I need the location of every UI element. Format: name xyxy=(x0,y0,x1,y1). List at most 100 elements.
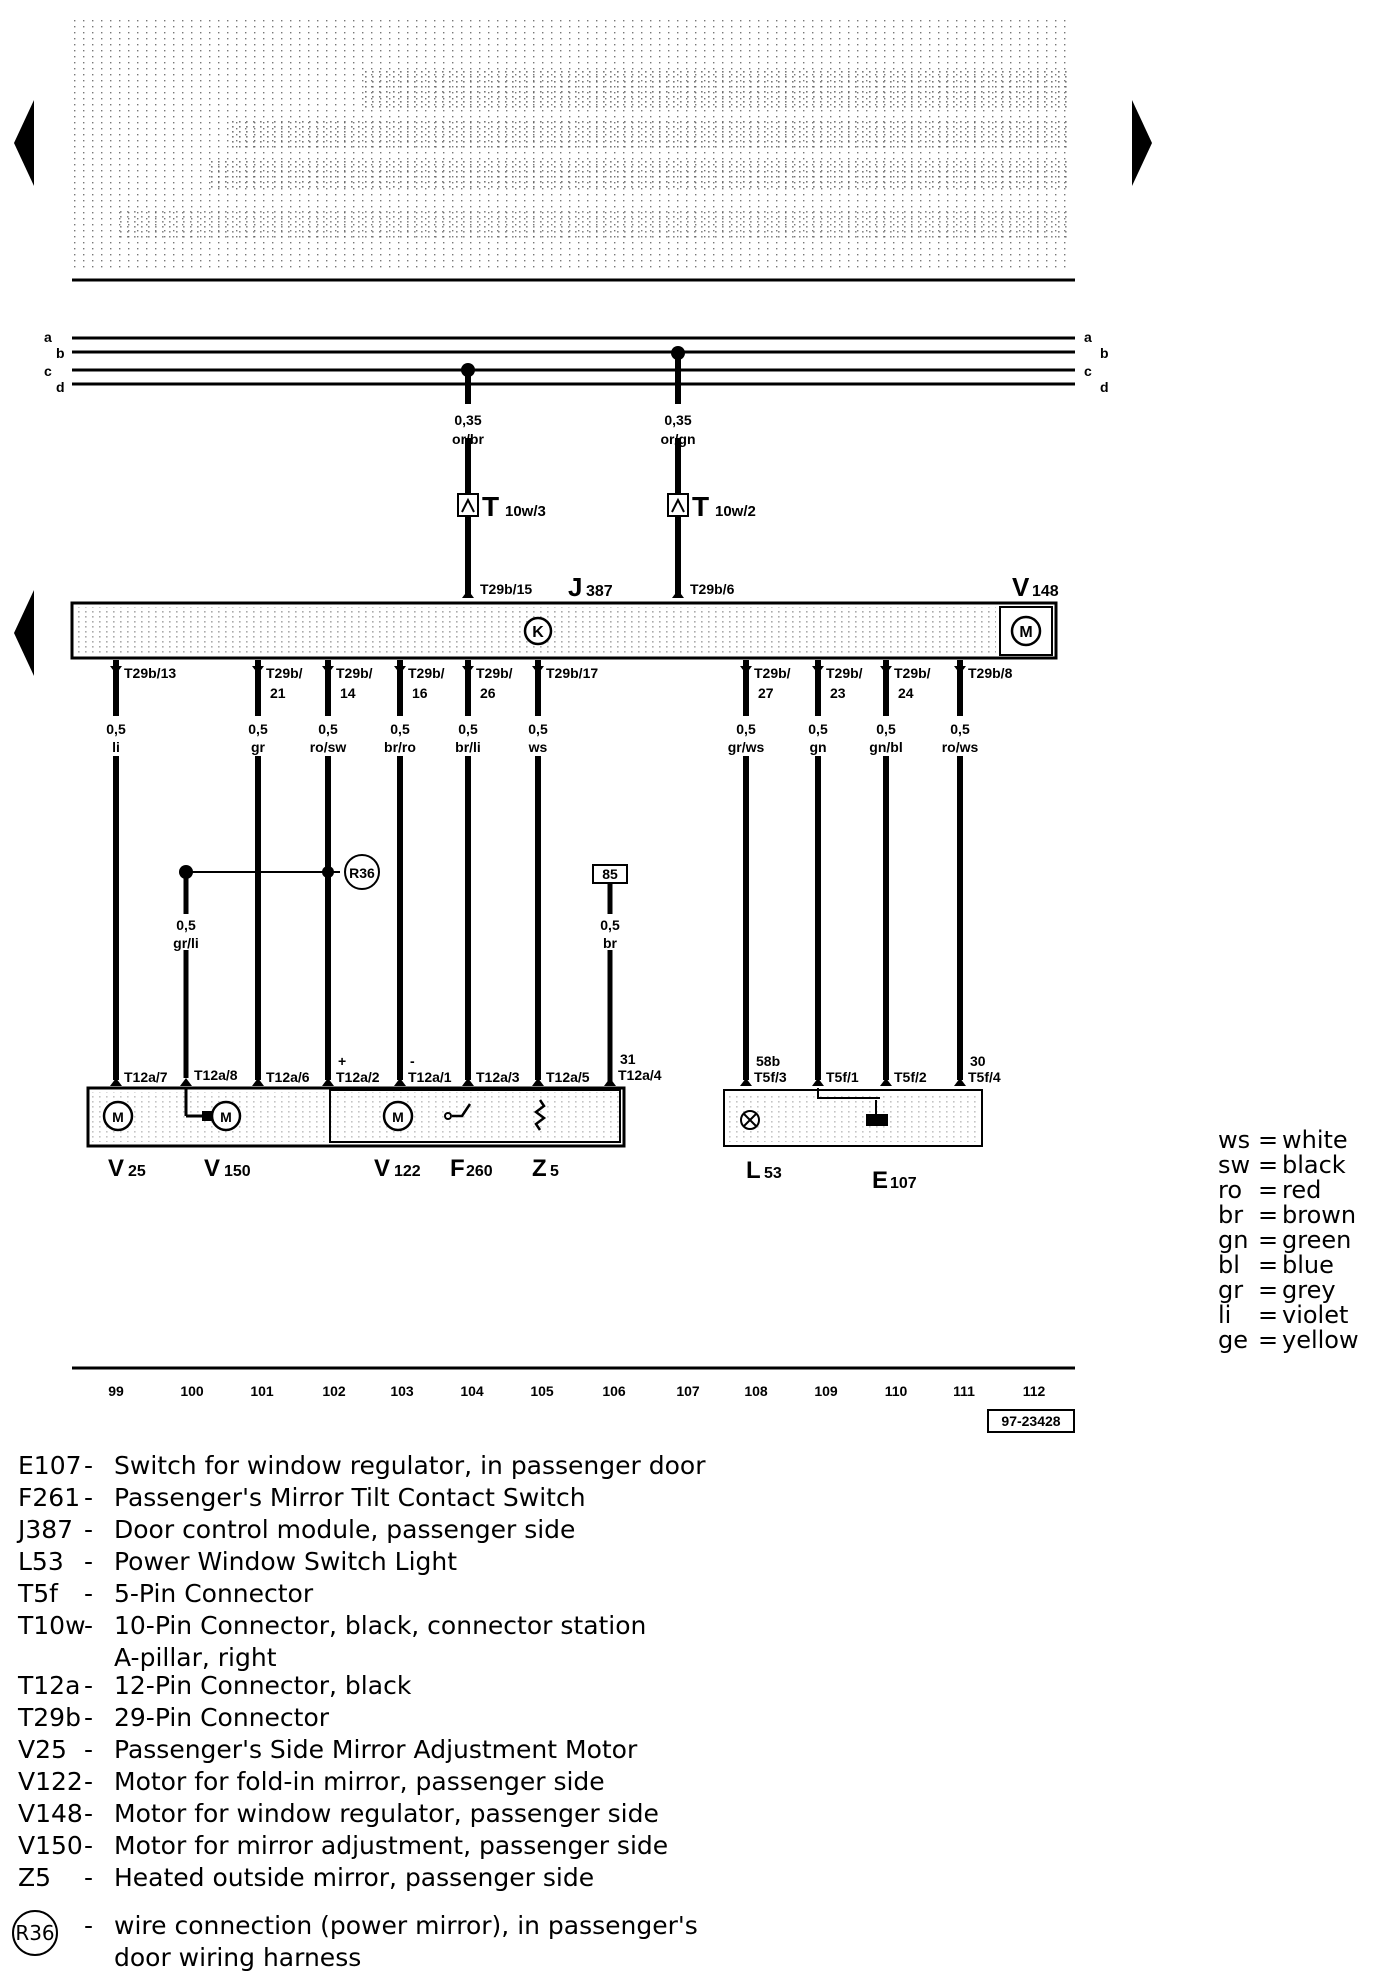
wire-component-pin: T5f/1 xyxy=(826,1069,859,1085)
wire-size: 0,5 xyxy=(736,721,756,737)
wire-module-pin-num: 14 xyxy=(340,685,356,701)
svg-text:107: 107 xyxy=(890,1175,917,1192)
legend-row: T10w-10-Pin Connector, black, connector … xyxy=(18,1610,778,1672)
wire-module-pin: T29b/ xyxy=(826,665,863,681)
color-abbr: ge xyxy=(1218,1326,1248,1354)
color-eq: = xyxy=(1258,1301,1279,1329)
color-key-row: ro=red xyxy=(1218,1178,1376,1203)
color-abbr: sw xyxy=(1218,1151,1251,1179)
track-number: 108 xyxy=(744,1383,768,1399)
legend-row: V25-Passenger's Side Mirror Adjustment M… xyxy=(18,1734,778,1766)
wire-component-mark: 58b xyxy=(756,1053,780,1069)
legend-dash: - xyxy=(84,1515,94,1544)
wire-module-pin-num: 27 xyxy=(758,685,774,701)
top-connector-2-sub: 10w/2 xyxy=(715,503,756,520)
legend-row: T5f-5-Pin Connector xyxy=(18,1578,778,1610)
legend-row: J387-Door control module, passenger side xyxy=(18,1514,778,1546)
module-sub: 387 xyxy=(586,583,613,600)
legend-desc: Passenger's Side Mirror Adjustment Motor xyxy=(114,1735,638,1764)
legend-desc: 5-Pin Connector xyxy=(114,1579,314,1608)
color-eq: = xyxy=(1258,1276,1279,1304)
legend-code: V122 xyxy=(18,1767,83,1796)
prev-page-icon[interactable] xyxy=(14,100,34,186)
wire-component-pin: T12a/1 xyxy=(408,1069,452,1085)
svg-text:V: V xyxy=(374,1155,390,1182)
legend-desc: Power Window Switch Light xyxy=(114,1547,458,1576)
wire-module-pin: T29b/ xyxy=(408,665,445,681)
ground-85: 85 0,5 br 31 T12a/4 xyxy=(588,864,662,1086)
legend-code: Z5 xyxy=(18,1863,52,1892)
color-key-row: li=violet xyxy=(1218,1303,1376,1328)
svg-text:F: F xyxy=(450,1155,465,1182)
bus-labels: a b c d a b c d xyxy=(44,329,1109,395)
svg-text:Z: Z xyxy=(532,1155,547,1182)
ground-wire-size: 0,5 xyxy=(600,917,620,933)
svg-text:260: 260 xyxy=(466,1163,493,1180)
legend-row: V122-Motor for fold-in mirror, passenger… xyxy=(18,1766,778,1798)
top-connector-1-pin: T29b/15 xyxy=(480,581,532,597)
wire-size: 0,5 xyxy=(390,721,410,737)
wire-color: ro/ws xyxy=(942,739,979,755)
svg-text:V: V xyxy=(108,1155,124,1182)
wire-color: gn/bl xyxy=(869,739,902,755)
top-wire-2-size: 0,35 xyxy=(664,412,691,428)
top-wire-1-color: or/br xyxy=(452,431,484,447)
legend-code: V150 xyxy=(18,1831,83,1860)
track-number: 105 xyxy=(530,1383,554,1399)
diagram-ref: 97-23428 xyxy=(1001,1413,1060,1429)
legend-code: J387 xyxy=(18,1515,74,1544)
svg-text:V: V xyxy=(204,1155,220,1182)
color-name: green xyxy=(1282,1226,1352,1254)
legend-desc: Passenger's Mirror Tilt Contact Switch xyxy=(114,1483,586,1512)
color-key-row: ge=yellow xyxy=(1218,1328,1376,1353)
svg-text:25: 25 xyxy=(128,1163,146,1180)
wire-color: ro/sw xyxy=(310,739,347,755)
wire-size: 0,5 xyxy=(528,721,548,737)
legend-dash: - xyxy=(84,1611,94,1640)
color-key-row: sw=black xyxy=(1218,1153,1376,1178)
track-number: 99 xyxy=(108,1383,124,1399)
track-number: 102 xyxy=(322,1383,346,1399)
wire-color: gn xyxy=(809,739,826,755)
top-connector-2-name: T xyxy=(692,491,709,522)
color-name: blue xyxy=(1282,1251,1334,1279)
next-page-icon[interactable] xyxy=(1132,100,1152,186)
legend-desc: Motor for mirror adjustment, passenger s… xyxy=(114,1831,669,1860)
color-key-row: br=brown xyxy=(1218,1203,1376,1228)
top-wire-2: 0,35 or/gn T 10w/2 T29b/6 xyxy=(656,346,756,598)
color-abbr: bl xyxy=(1218,1251,1240,1279)
wire-module-pin: T29b/ xyxy=(476,665,513,681)
component-legend: E107-Switch for window regulator, in pas… xyxy=(12,1450,778,1972)
ground-label: 85 xyxy=(602,866,618,882)
wire-module-pin: T29b/ xyxy=(894,665,931,681)
svg-text:53: 53 xyxy=(764,1165,782,1182)
legend-code: T12a xyxy=(18,1671,81,1700)
legend-code: T29b xyxy=(18,1703,81,1732)
mirror-component-box: M M M xyxy=(86,1086,626,1148)
splice-label: R36 xyxy=(349,865,375,881)
color-name: black xyxy=(1282,1151,1346,1179)
color-abbr: gr xyxy=(1218,1276,1244,1304)
color-key-row: gn=green xyxy=(1218,1228,1376,1253)
ground-comp-pin: T12a/4 xyxy=(618,1067,662,1083)
svg-text:5: 5 xyxy=(550,1163,559,1180)
legend-desc: Heated outside mirror, passenger side xyxy=(114,1863,595,1892)
prev-section-icon[interactable] xyxy=(14,590,34,676)
wire-component-pin: T12a/5 xyxy=(546,1069,590,1085)
legend-desc: 10-Pin Connector, black, connector stati… xyxy=(114,1611,647,1672)
legend-dash: - xyxy=(84,1735,94,1764)
wire-color: gr/ws xyxy=(728,739,765,755)
splice-wire-size: 0,5 xyxy=(176,917,196,933)
wire-component-pin: T12a/3 xyxy=(476,1069,520,1085)
module-name: J xyxy=(568,572,582,602)
wire-component-pin: T12a/7 xyxy=(124,1069,168,1085)
color-name: grey xyxy=(1282,1276,1336,1304)
track-number: 110 xyxy=(885,1383,908,1399)
